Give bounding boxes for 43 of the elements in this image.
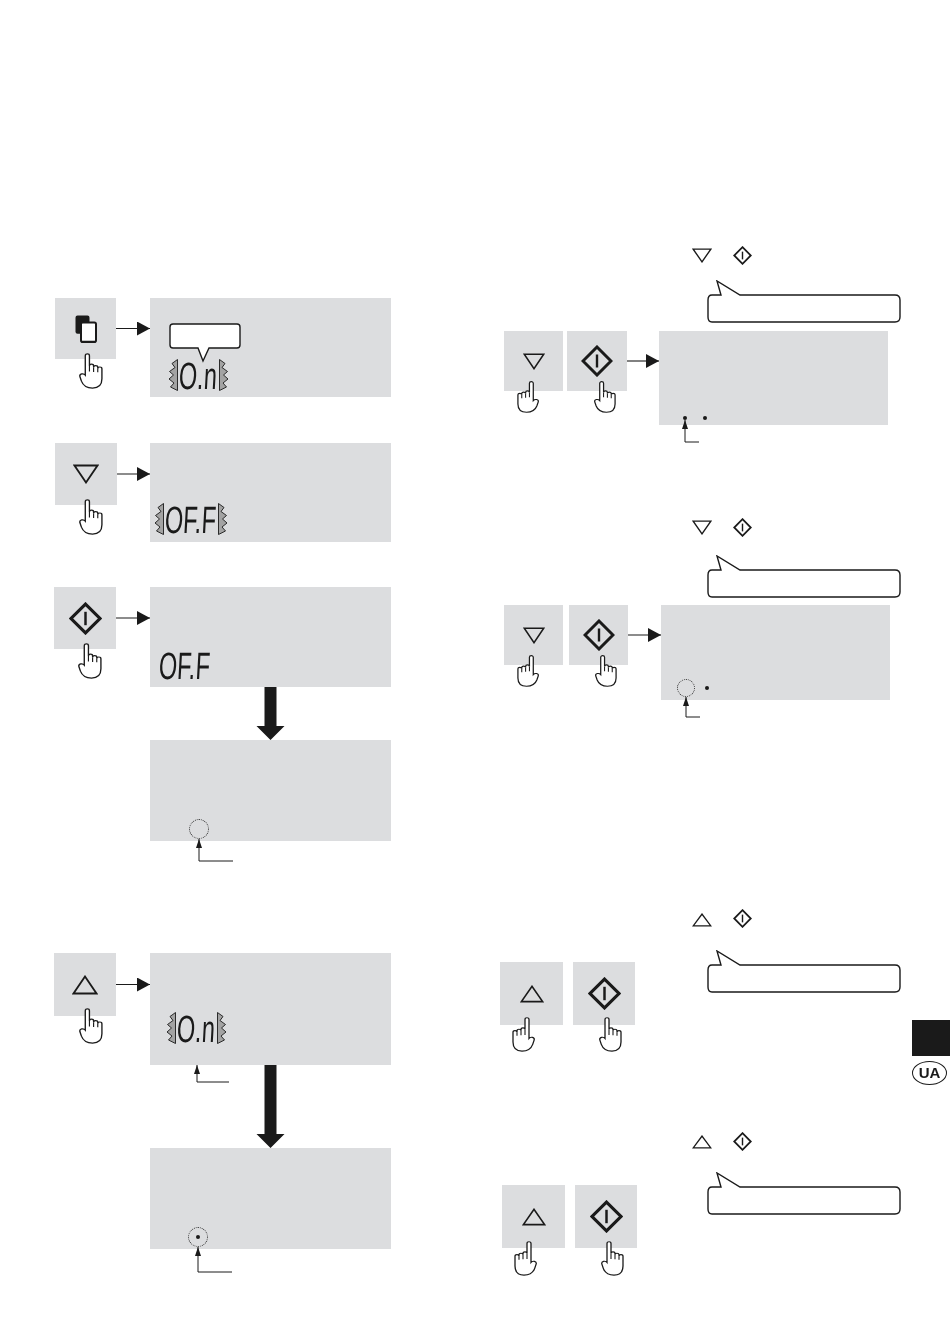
- display-readout: O.n: [177, 357, 218, 395]
- dot-icon: [683, 416, 687, 420]
- leader-line: [194, 1064, 230, 1083]
- button-tile: [55, 298, 116, 359]
- button-tile: [575, 1185, 637, 1248]
- display-readout: O.n: [175, 1010, 216, 1048]
- display-readout: OF.F: [157, 647, 212, 685]
- speech-bubble: [707, 1172, 901, 1216]
- speech-bubble: [169, 323, 241, 363]
- display-panel: [661, 605, 890, 700]
- leader-line: [195, 1246, 233, 1273]
- button-tile: [569, 605, 628, 665]
- arrow: [626, 354, 660, 368]
- display-panel: [150, 587, 391, 687]
- speech-bubble: [707, 280, 901, 324]
- display-panel: [150, 953, 391, 1065]
- button-tile: [573, 962, 635, 1025]
- button-tile: [54, 587, 116, 649]
- block-arrow: [256, 687, 285, 740]
- display-readout: OF.F: [163, 501, 218, 539]
- arrow: [115, 977, 151, 992]
- button-tile: [502, 1185, 565, 1248]
- display-panel: [150, 740, 391, 841]
- button-tile: [567, 331, 627, 391]
- button-tile: [54, 953, 116, 1016]
- leader-line: [196, 838, 234, 862]
- speech-bubble: [707, 950, 901, 994]
- arrow: [116, 467, 151, 481]
- button-tile: [504, 605, 563, 665]
- display-panel: [150, 298, 391, 397]
- arrow: [115, 611, 151, 625]
- button-tile: [500, 962, 563, 1025]
- button-tile: [55, 443, 117, 505]
- leader-line: [682, 419, 700, 443]
- button-tile: [504, 331, 563, 391]
- speech-bubble: [707, 555, 901, 599]
- arrow: [115, 321, 151, 336]
- display-panel: [150, 1148, 391, 1249]
- display-panel: [659, 331, 888, 425]
- leader-line: [683, 696, 701, 718]
- display-panel: [150, 443, 391, 542]
- arrow: [627, 628, 662, 642]
- block-arrow: [256, 1065, 285, 1148]
